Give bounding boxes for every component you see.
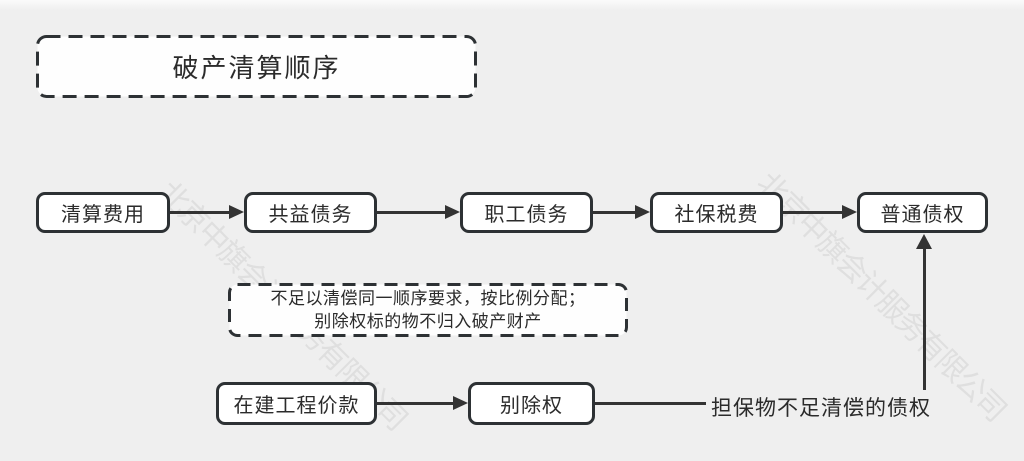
node-common-benefit-debts: 共益债务	[244, 192, 377, 233]
note-line-2: 别除权标的物不归入破产财产	[314, 312, 542, 331]
node-social-security-taxes: 社保税费	[650, 192, 783, 233]
node-ordinary-claims: 普通债权	[857, 192, 988, 233]
arrow-right-icon	[445, 205, 460, 219]
page-title: 破产清算顺序	[172, 53, 341, 83]
arrow-up-icon	[916, 234, 932, 249]
note-box-border	[228, 283, 628, 337]
node-liquidation-expenses: 清算费用	[36, 192, 170, 233]
title-box-border	[36, 35, 477, 98]
connector-label: 担保物不足清偿的债权	[706, 390, 936, 424]
note-line-1: 不足以清偿同一顺序要求，按比例分配；	[270, 289, 586, 308]
arrow-right-icon	[229, 205, 244, 219]
flow-line	[377, 402, 454, 405]
node-construction-payment: 在建工程价款	[216, 382, 377, 425]
flow-line	[593, 211, 636, 214]
flow-line	[783, 211, 843, 214]
node-employee-debts: 职工债务	[460, 192, 593, 233]
flow-line	[377, 211, 446, 214]
flow-line	[170, 211, 230, 214]
arrow-right-icon	[635, 205, 650, 219]
arrow-right-icon	[453, 396, 468, 410]
arrow-right-icon	[842, 205, 857, 219]
node-right-of-exclusion: 别除权	[468, 382, 595, 425]
note-text: 不足以清偿同一顺序要求，按比例分配； 别除权标的物不归入破产财产	[228, 287, 628, 333]
connector-line-vertical	[923, 248, 926, 405]
